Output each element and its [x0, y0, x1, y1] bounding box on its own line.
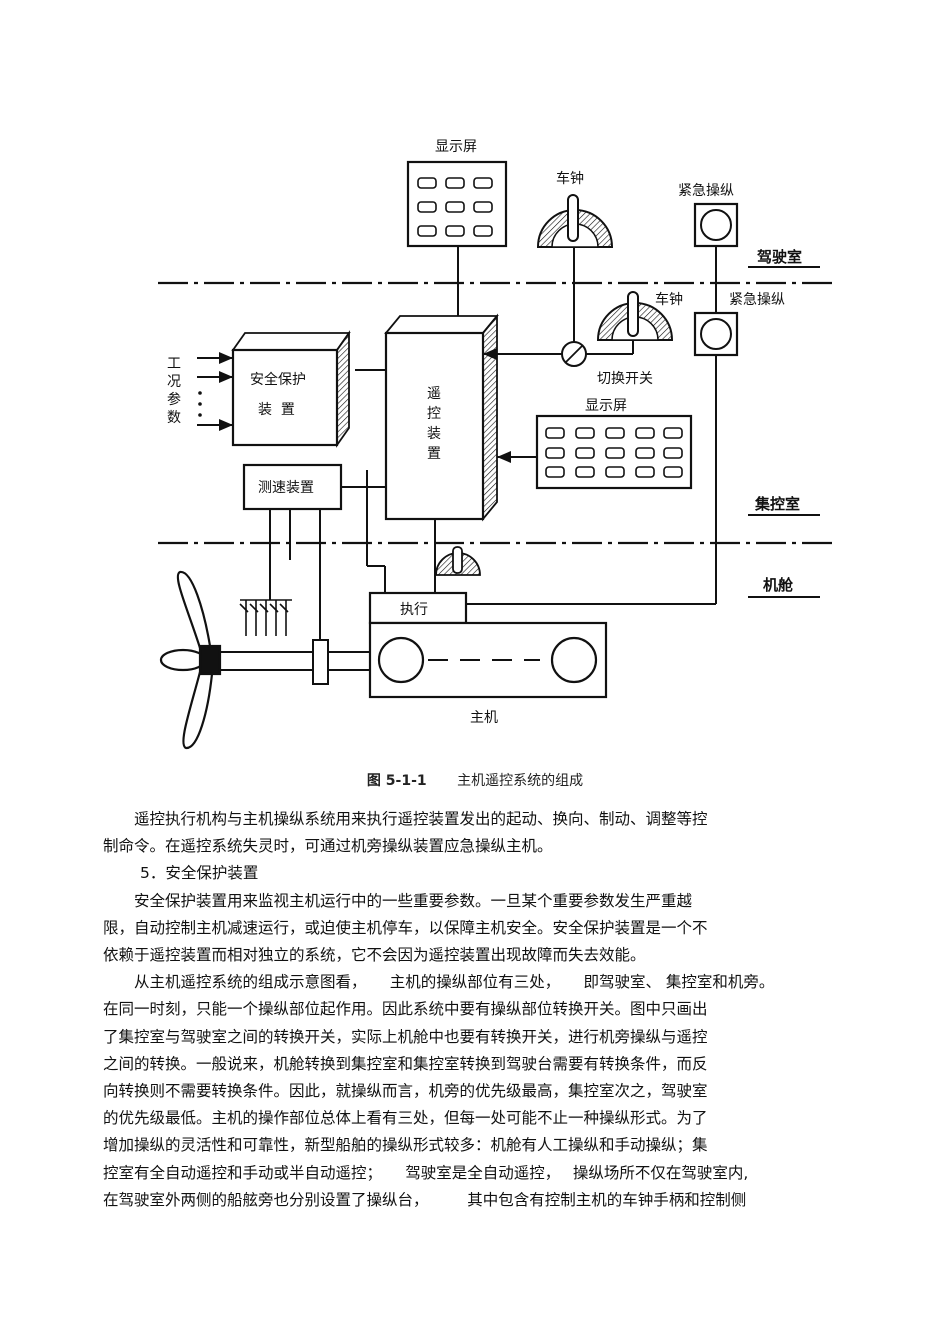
figure-title: 主机遥控系统的组成 — [457, 773, 584, 789]
label-remote-char-3: 装 — [427, 426, 441, 442]
param-dots — [198, 391, 202, 417]
paragraph-3-line-3: 了集控室与驾驶室之间的转换开关，实际上机舱中也要有转换开关，进行机旁操纵与遥控 — [103, 1027, 708, 1046]
label-display-top: 显示屏 — [435, 139, 477, 155]
paragraph-1-line-1: 遥控执行机构与主机操纵系统用来执行遥控装置发出的起动、换向、制动、调整等控 — [134, 810, 708, 828]
signal-lines — [197, 246, 717, 640]
label-params-char-3: 参 — [167, 391, 181, 408]
label-emergency-control: 紧急操纵 — [729, 292, 785, 308]
paragraph-3-line-7: 增加操纵的灵活性和可靠性，新型船舶的操纵形式较多：机舱有人工操纵和手动操纵；集 — [103, 1136, 708, 1155]
label-params-char-2: 况 — [167, 374, 181, 390]
label-emergency-bridge: 紧急操纵 — [678, 183, 734, 199]
paragraph-3-line-8: 控室有全自动遥控和手动或半自动遥控； 驾驶室是全自动遥控， 操纵场所不仅在驾驶室… — [103, 1163, 749, 1182]
label-remote-char-2: 控 — [427, 406, 441, 422]
label-telegraph-bridge: 车钟 — [556, 170, 584, 187]
section-heading: 5．安全保护装置 — [140, 864, 259, 883]
switch-icon — [561, 341, 587, 367]
label-zone-engine: 机舱 — [763, 576, 794, 594]
remote-control-unit — [384, 313, 499, 522]
label-actuator: 执行 — [400, 602, 428, 618]
label-safety-line1: 安全保护 — [250, 371, 306, 388]
label-remote-char-1: 遥 — [427, 386, 441, 402]
paragraph-3-line-9: 在驾驶室外两侧的船舷旁也分别设置了操纵台， 其中包含有控制主机的车钟手柄和控制侧 — [103, 1190, 747, 1209]
propeller-shaft — [218, 639, 370, 685]
telegraph-icon-control — [596, 291, 674, 341]
body-text: 遥控执行机构与主机操纵系统用来执行遥控装置发出的起动、换向、制动、调整等控 制命… — [103, 806, 843, 1214]
paragraph-3-line-4: 之间的转换。一般说来，机舱转换到集控室和集控室转换到驾驶台需要有转换条件，而反 — [103, 1054, 708, 1073]
paragraph-2-line-1: 安全保护装置用来监视主机运行中的一些重要参数。一旦某个重要参数发生严重越 — [134, 891, 693, 910]
label-params-char-4: 数 — [167, 410, 181, 426]
label-switch: 切换开关 — [597, 370, 653, 387]
paragraph-3-line-5: 向转换则不需要转换条件。因此，就操纵而言，机旁的优先级最高，集控室次之，驾驶室 — [103, 1082, 708, 1101]
label-display-mid: 显示屏 — [585, 398, 627, 414]
label-params-char-1: 工 — [167, 356, 181, 372]
remote-control-system-diagram: 显示屏 车钟 紧急操纵 驾驶室 车钟 紧急操纵 安全保护 装 置 遥 控 装 置… — [158, 139, 835, 750]
display-screen-top — [406, 160, 508, 248]
paragraph-3-line-6: 的优先级最低。主机的操作部位总体上看有三处，但每一处可能不止一种操纵形式。为了 — [103, 1109, 708, 1128]
emergency-panel-bridge — [693, 202, 739, 248]
label-main-engine: 主机 — [470, 710, 498, 726]
label-zone-control: 集控室 — [754, 495, 800, 513]
display-screen-control — [535, 414, 693, 490]
propeller-icon — [159, 570, 222, 750]
zone-underlines — [748, 266, 820, 598]
label-speed: 测速装置 — [258, 480, 314, 496]
label-zone-bridge: 驾驶室 — [757, 248, 802, 266]
paragraph-3-line-1: 从主机遥控系统的组成示意图看， 主机的操纵部位有三处， 即驾驶室、 集控室和机旁… — [134, 973, 775, 992]
paragraph-3-line-2: 在同一时刻，只能一个操纵部位起作用。因此系统中要有操纵部位转换开关。图中只画出 — [103, 1000, 708, 1019]
label-remote-char-4: 置 — [427, 446, 441, 462]
safety-protection-box — [231, 330, 351, 448]
figure-number: 图 5-1-1 — [366, 773, 427, 789]
label-telegraph-control: 车钟 — [655, 291, 683, 308]
telegraph-icon-bridge — [536, 194, 614, 248]
paragraph-2-line-2: 限，自动控制主机减速运行，或迫使主机停车，以保障主机安全。安全保护装置是一个不 — [103, 918, 708, 937]
paragraph-1-line-2: 制命令。在遥控系统失灵时，可通过机旁操纵装置应急操纵主机。 — [103, 837, 553, 856]
figure-caption: 图 5-1-1 主机遥控系统的组成 — [0, 770, 950, 790]
paragraph-2-line-3: 依赖于遥控装置而相对独立的系统，它不会因为遥控装置出现故障而失去效能。 — [103, 946, 646, 965]
speed-measuring-box — [242, 463, 343, 511]
emergency-panel-control — [693, 311, 739, 357]
label-safety-line2: 装 置 — [258, 402, 295, 418]
actuator-box — [368, 591, 468, 625]
speed-sensor-lines — [239, 599, 292, 636]
telegraph-icon-engine — [435, 546, 481, 576]
main-engine — [368, 621, 608, 699]
